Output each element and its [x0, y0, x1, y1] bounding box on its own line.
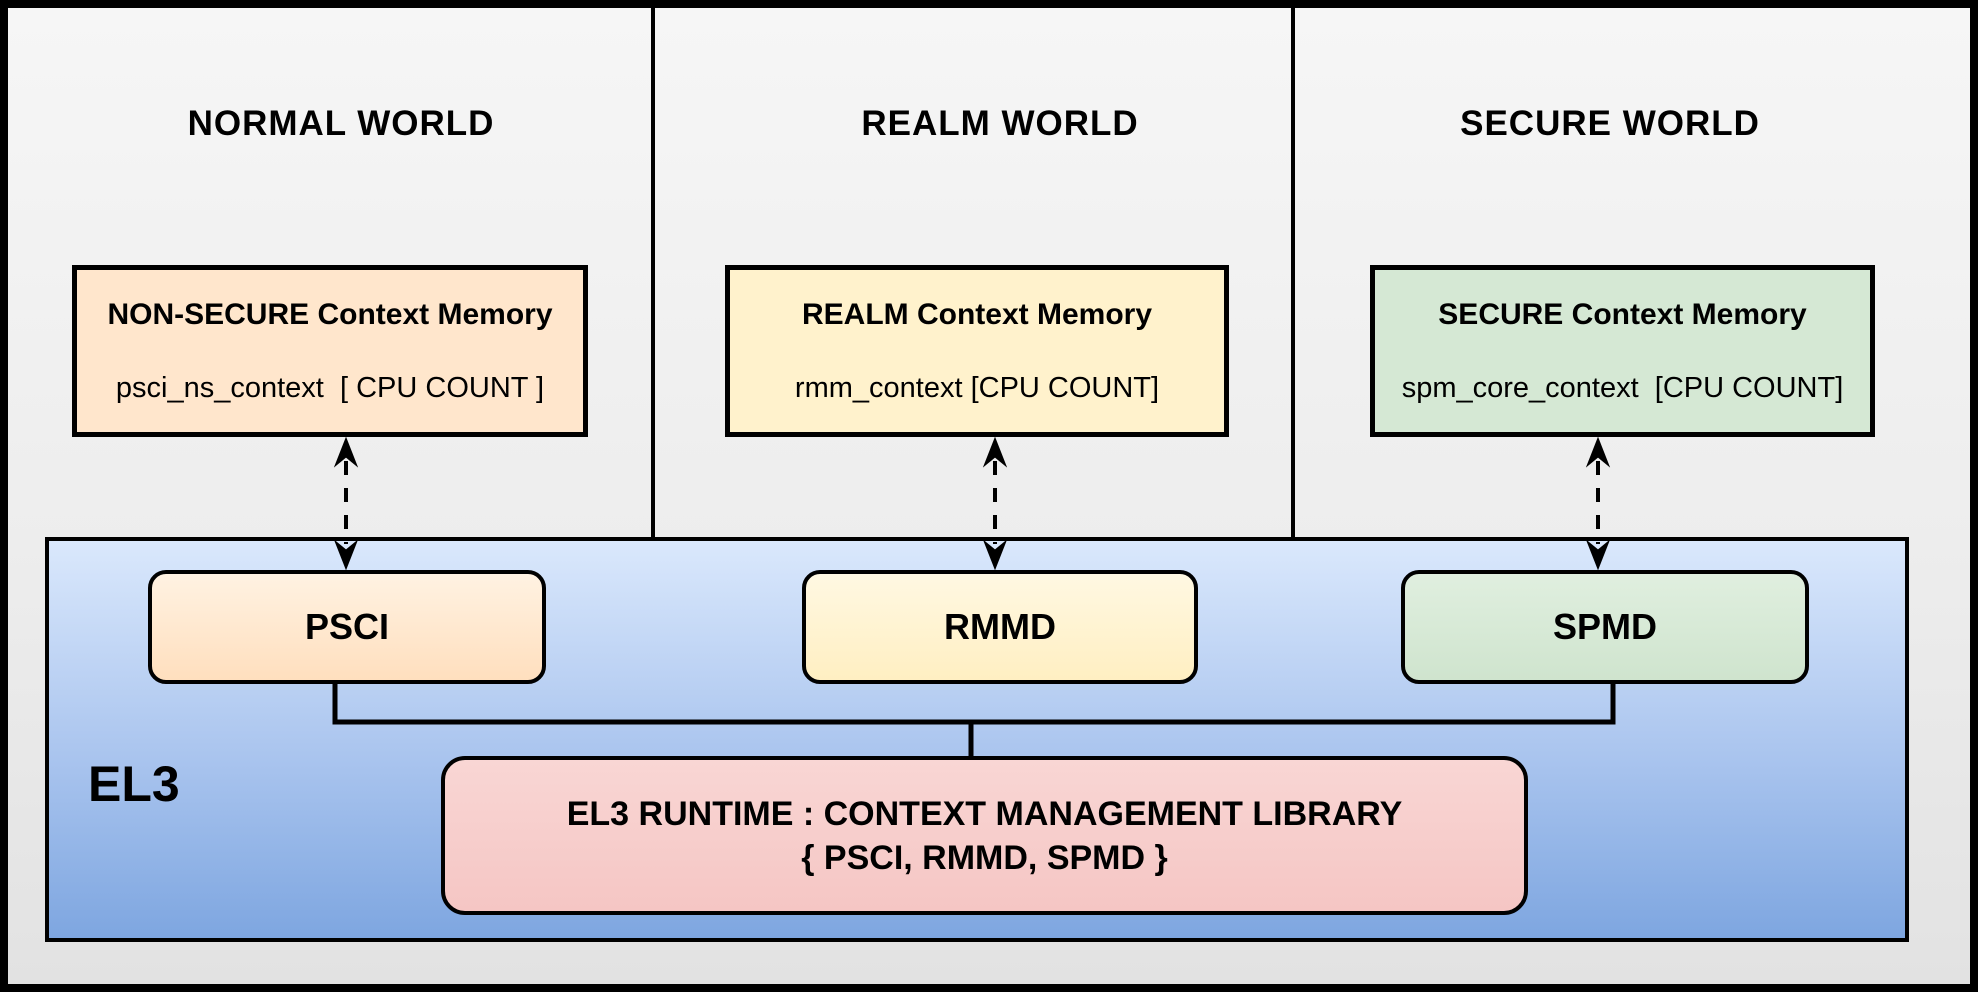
- spmd-label: SPMD: [1552, 606, 1657, 647]
- runtime-library-subtitle: { PSCI, RMMD, SPMD }: [801, 838, 1168, 877]
- runtime-library-title: EL3 RUNTIME : CONTEXT MANAGEMENT LIBRARY: [566, 794, 1403, 833]
- psci-label: PSCI: [304, 606, 390, 647]
- spmd-box: SPMD: [1401, 570, 1809, 684]
- el3-label: EL3: [88, 756, 180, 812]
- realm-world-title: REALM WORLD: [861, 104, 1139, 143]
- secure-context-memory-box: SECURE Context Memory spm_core_context […: [1370, 265, 1875, 437]
- rmmd-label: RMMD: [944, 606, 1056, 647]
- realm-context-memory-array: rmm_context [CPU COUNT]: [794, 371, 1160, 404]
- non-secure-context-memory-array: psci_ns_context [ CPU COUNT ]: [115, 371, 545, 404]
- world-divider-normal-realm: [651, 8, 655, 539]
- secure-world-title: SECURE WORLD: [1460, 104, 1760, 143]
- normal-world-title: NORMAL WORLD: [187, 104, 495, 143]
- non-secure-context-memory-box: NON-SECURE Context Memory psci_ns_contex…: [72, 265, 588, 437]
- secure-context-memory-title: SECURE Context Memory: [1438, 297, 1807, 331]
- secure-context-memory-array: spm_core_context [CPU COUNT]: [1401, 371, 1844, 404]
- non-secure-context-memory-title: NON-SECURE Context Memory: [107, 297, 553, 331]
- rmmd-box: RMMD: [802, 570, 1198, 684]
- el3-runtime-context-mgmt-library-box: EL3 RUNTIME : CONTEXT MANAGEMENT LIBRARY…: [441, 756, 1528, 915]
- psci-box: PSCI: [148, 570, 546, 684]
- realm-context-memory-title: REALM Context Memory: [801, 297, 1153, 331]
- realm-context-memory-box: REALM Context Memory rmm_context [CPU CO…: [725, 265, 1229, 437]
- world-divider-realm-secure: [1291, 8, 1295, 539]
